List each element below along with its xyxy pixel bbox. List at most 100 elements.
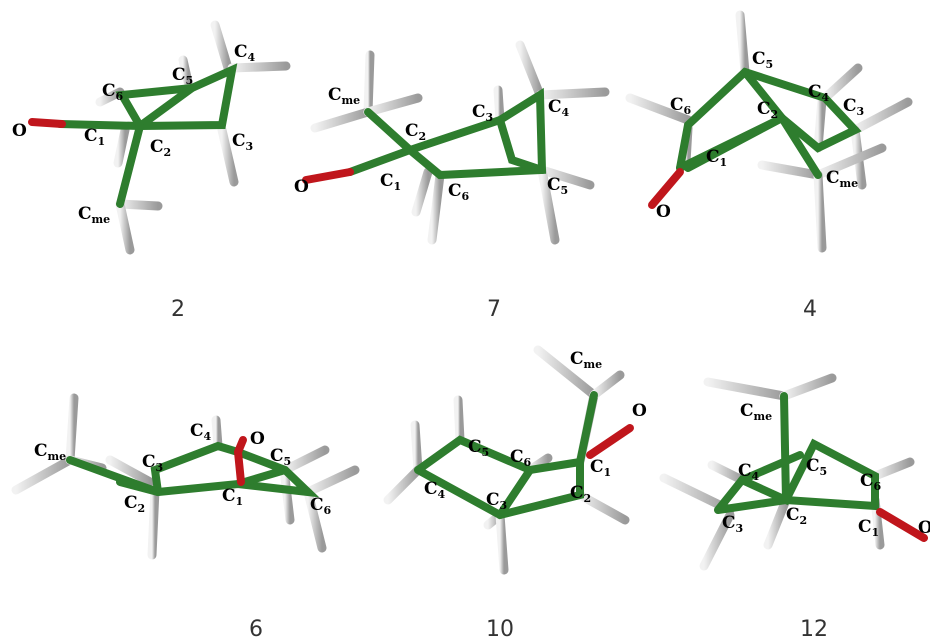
bond <box>870 457 915 481</box>
bond <box>575 490 630 525</box>
atom-label: C6 <box>448 181 470 203</box>
bond <box>533 345 599 400</box>
bond <box>515 40 545 100</box>
bond <box>495 510 509 575</box>
atom-labels: O C1 C2 C3 C4 C5 C6 Cme <box>294 85 570 203</box>
molecule-6: O C1 C2 C3 C4 C5 C6 Cme 6 <box>11 393 360 642</box>
bond <box>738 451 804 484</box>
atom-label: Cme <box>570 349 602 371</box>
bond <box>625 93 693 125</box>
atom-label: C1 <box>858 517 879 539</box>
h-bonds <box>383 345 630 575</box>
bond <box>411 167 433 217</box>
bond <box>813 170 827 253</box>
bond <box>703 377 789 401</box>
atom-label: C3 <box>843 96 864 118</box>
atom-label: C3 <box>472 102 493 124</box>
c-bonds <box>346 87 547 180</box>
bond <box>105 455 155 487</box>
atom-label: C1 <box>84 126 105 148</box>
atom-label: C4 <box>548 97 570 119</box>
bond <box>280 473 295 525</box>
bond <box>741 68 786 122</box>
bond <box>178 55 193 87</box>
bond <box>115 199 135 255</box>
atom-label: C6 <box>510 447 532 469</box>
atom-labels: O C1 C2 C3 C4 C5 C6 Cme <box>12 42 256 226</box>
co-bond <box>876 508 928 542</box>
label-O: O <box>12 121 27 141</box>
bond <box>363 93 423 117</box>
bond <box>310 107 373 133</box>
bond <box>535 87 610 100</box>
h-bonds <box>310 40 610 245</box>
bond <box>763 495 791 550</box>
bond <box>116 122 144 208</box>
h-bonds <box>625 10 913 253</box>
bond <box>820 63 863 103</box>
bond <box>813 95 827 153</box>
atom-label: C4 <box>234 42 256 64</box>
atom-label: C5 <box>806 456 827 478</box>
bond <box>589 370 625 400</box>
atom-label: C6 <box>860 471 882 493</box>
bond <box>65 393 79 465</box>
atom-label: C2 <box>150 137 171 159</box>
atom-label: C4 <box>808 82 830 104</box>
molecule-4: O C1 C2 C3 C4 C5 C6 Cme 4 <box>625 10 913 322</box>
co-bond <box>234 448 245 486</box>
caption-12: 12 <box>800 617 828 642</box>
atom-label: C6 <box>102 81 124 103</box>
bond <box>757 160 823 180</box>
bond <box>56 63 238 131</box>
atom-label: C2 <box>405 121 426 143</box>
atom-label: C2 <box>124 493 145 515</box>
atom-label: C5 <box>752 49 773 71</box>
bond <box>576 391 598 466</box>
caption-7: 7 <box>487 297 501 322</box>
bond <box>493 85 505 125</box>
atom-label: C4 <box>738 461 760 483</box>
bond <box>383 465 423 505</box>
atom-label: C1 <box>380 171 401 193</box>
h-bonds <box>11 393 360 560</box>
bond <box>410 420 423 475</box>
atom-label: Cme <box>826 168 858 190</box>
atom-label: C2 <box>786 505 807 527</box>
atom-label: C3 <box>142 452 163 474</box>
bond <box>234 466 289 488</box>
atom-label: C4 <box>424 479 446 501</box>
c-bonds <box>714 392 879 514</box>
molecule-10: O C1 C2 C3 C4 C5 C6 Cme 10 <box>383 345 647 642</box>
atom-label: C6 <box>310 495 332 517</box>
atom-label: C1 <box>222 486 243 508</box>
bond <box>364 108 414 154</box>
bond <box>707 460 747 485</box>
bond <box>676 114 786 172</box>
bond <box>303 487 327 553</box>
bond <box>210 20 233 73</box>
bond <box>735 10 750 77</box>
bond <box>217 125 239 187</box>
bond <box>813 143 887 180</box>
atom-label: C2 <box>570 483 591 505</box>
atom-label: C5 <box>172 65 193 87</box>
atom-label: C1 <box>590 457 611 479</box>
bond <box>303 465 360 497</box>
atom-labels: O C1 C2 C3 C4 C5 C6 Cme <box>656 49 864 222</box>
c-bonds <box>66 441 320 498</box>
atom-label: O <box>250 429 265 449</box>
atom-label: O <box>294 177 309 197</box>
bond <box>234 436 247 456</box>
bond <box>496 116 546 174</box>
atom-label: C5 <box>547 175 568 197</box>
caption-2: 2 <box>171 297 185 322</box>
atom-label: O <box>632 401 647 421</box>
co-bond <box>28 118 66 128</box>
atom-label: C3 <box>232 131 253 153</box>
atom-label: O <box>656 202 671 222</box>
atom-label: Cme <box>328 85 360 107</box>
bond <box>780 392 790 504</box>
atom-label: O <box>918 518 930 538</box>
bond <box>427 170 445 245</box>
